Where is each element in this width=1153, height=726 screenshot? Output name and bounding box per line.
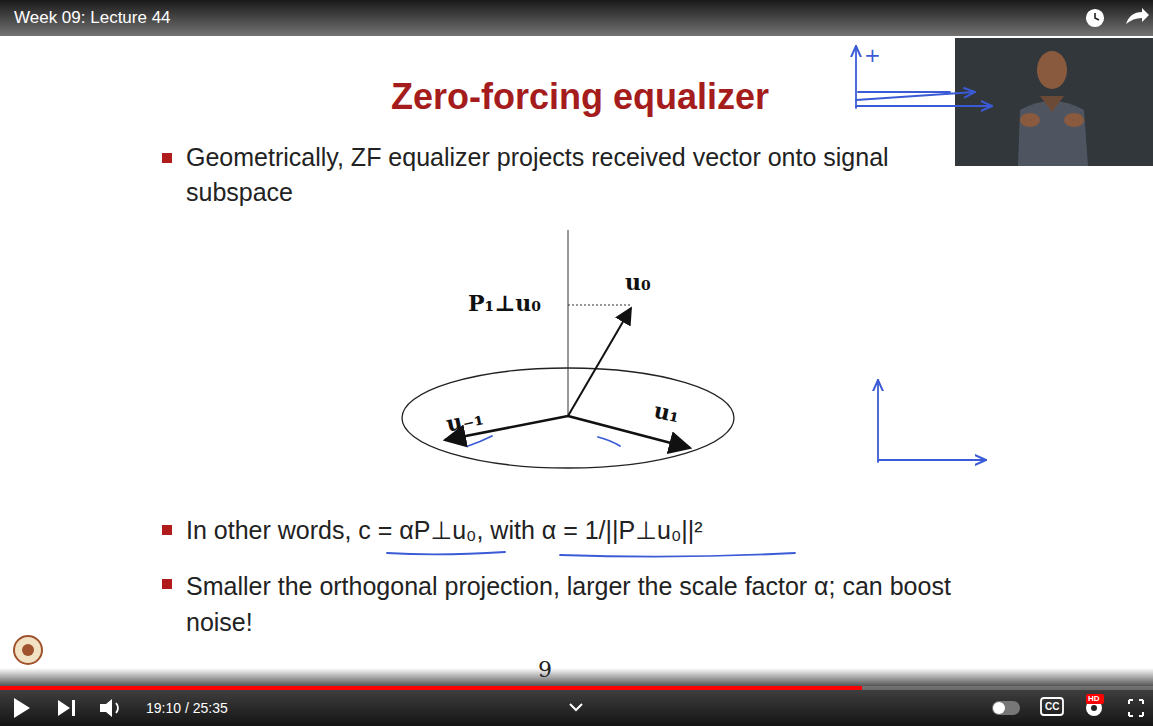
cc-icon-text: CC [1045,700,1059,713]
player-icons [14,694,1143,718]
bullet-text: In other words, c = αP⊥u₀, with α = 1/||… [186,514,986,548]
bullet-marker [162,525,172,535]
video-title: Week 09: Lecture 44 [14,7,171,29]
presenter-video [955,38,1153,166]
header-icons [1087,8,1149,26]
bullet-marker [162,579,172,589]
math-label: u₀ [625,268,651,297]
player-bar [0,668,1153,726]
progress-track [0,686,1153,690]
bullet-text: Smaller the orthogonal projection, large… [186,568,956,641]
time-display: 19:10 / 25:35 [146,699,228,717]
page-number: 9 [538,656,552,685]
hd-badge: HD [1088,694,1100,704]
header-bar [0,0,1153,36]
pen-annotation [387,46,992,557]
bullet-marker [162,153,172,163]
projection-figure [402,230,734,468]
nptel-logo [14,636,42,664]
slide-title: Zero-forcing equalizer [250,74,910,121]
progress-fill [0,686,862,690]
math-label: u₁ [651,396,682,429]
math-label: P₁⊥u₀ [468,289,541,318]
bullet-text: Geometrically, ZF equalizer projects rec… [186,140,956,210]
pen-mark: + [864,42,881,68]
